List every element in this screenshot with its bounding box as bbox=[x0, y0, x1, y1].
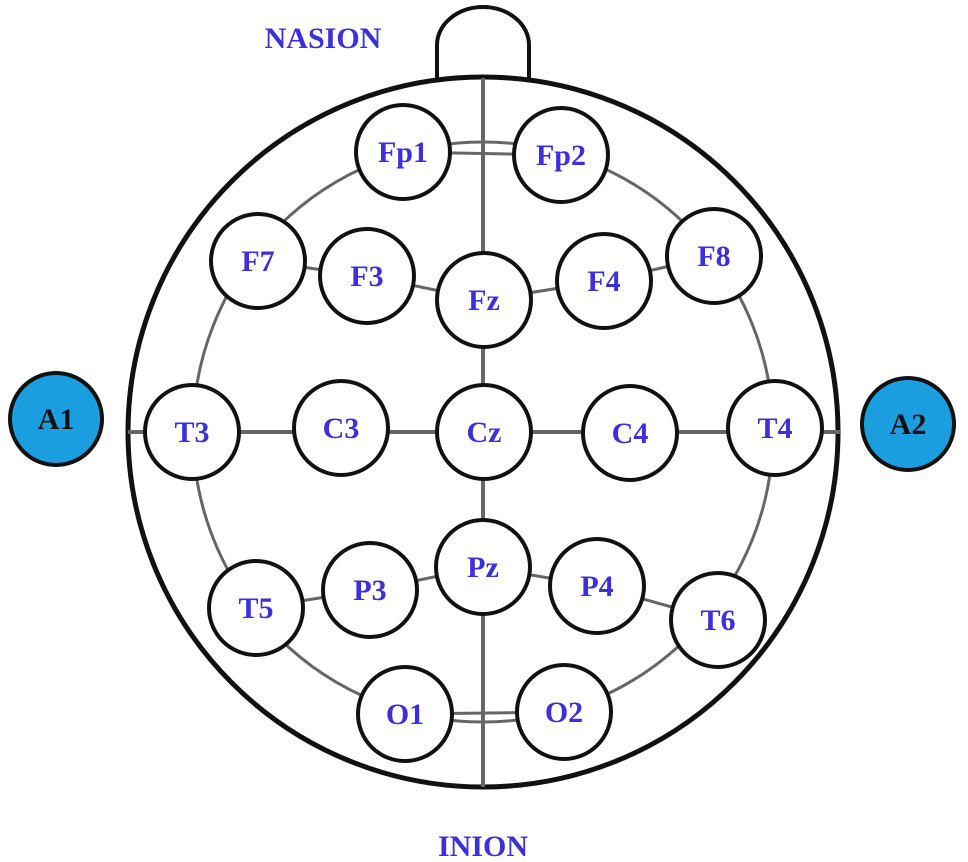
electrode-circle bbox=[321, 541, 419, 639]
electrode-t3: T3 bbox=[143, 383, 241, 481]
electrode-f8: F8 bbox=[665, 207, 763, 305]
electrode-circle bbox=[207, 559, 305, 657]
electrode-o1: O1 bbox=[356, 665, 454, 763]
electrode-f7: F7 bbox=[209, 212, 307, 310]
electrode-circle bbox=[356, 665, 454, 763]
electrode-c3: C3 bbox=[292, 379, 390, 477]
electrode-label: T5 bbox=[238, 592, 273, 625]
electrode-label: F7 bbox=[241, 245, 274, 278]
electrode-circle bbox=[548, 537, 646, 635]
electrode-label: F3 bbox=[350, 260, 383, 293]
reference-circle bbox=[860, 376, 956, 472]
electrode-o2: O2 bbox=[515, 663, 613, 761]
electrode-circle bbox=[555, 232, 653, 330]
electrode-c4: C4 bbox=[581, 384, 679, 482]
electrode-p3: P3 bbox=[321, 541, 419, 639]
reference-label: A2 bbox=[890, 408, 927, 441]
electrode-label: C4 bbox=[612, 417, 649, 450]
electrode-label: Fz bbox=[468, 284, 500, 317]
electrode-t6: T6 bbox=[669, 571, 767, 669]
electrode-label: T6 bbox=[700, 604, 735, 637]
electrode-label: P3 bbox=[353, 574, 386, 607]
electrode-t4: T4 bbox=[726, 379, 824, 477]
electrode-label: T4 bbox=[757, 412, 792, 445]
electrode-pz: Pz bbox=[434, 518, 532, 616]
electrode-label: Fp1 bbox=[378, 136, 428, 169]
electrode-circle bbox=[318, 227, 416, 325]
electrode-label: C3 bbox=[323, 412, 360, 445]
reference-a1: A1 bbox=[8, 371, 104, 467]
electrode-f4: F4 bbox=[555, 232, 653, 330]
electrode-label: P4 bbox=[580, 570, 613, 603]
electrode-circle bbox=[209, 212, 307, 310]
electrode-cz: Cz bbox=[435, 383, 533, 481]
electrode-t5: T5 bbox=[207, 559, 305, 657]
electrode-fz: Fz bbox=[435, 251, 533, 349]
electrode-label: O1 bbox=[386, 698, 424, 731]
electrode-circle bbox=[434, 518, 532, 616]
electrode-circle bbox=[515, 663, 613, 761]
electrode-circle bbox=[292, 379, 390, 477]
electrode-label: T3 bbox=[174, 416, 209, 449]
electrode-circle bbox=[669, 571, 767, 669]
electrode-circle bbox=[354, 103, 452, 201]
electrode-circle bbox=[435, 251, 533, 349]
reference-a2: A2 bbox=[860, 376, 956, 472]
electrode-fp2: Fp2 bbox=[512, 106, 610, 204]
electrode-fp1: Fp1 bbox=[354, 103, 452, 201]
reference-label: A1 bbox=[38, 403, 75, 436]
electrode-p4: P4 bbox=[548, 537, 646, 635]
electrode-circle bbox=[581, 384, 679, 482]
electrode-label: F8 bbox=[697, 240, 730, 273]
nose-outline bbox=[435, 5, 531, 80]
electrode-label: O2 bbox=[545, 696, 583, 729]
reference-circle bbox=[8, 371, 104, 467]
electrode-f3: F3 bbox=[318, 227, 416, 325]
electrode-circle bbox=[512, 106, 610, 204]
electrode-circle bbox=[143, 383, 241, 481]
nasion-label: NASION bbox=[265, 22, 382, 55]
electrode-label: Fp2 bbox=[536, 139, 586, 172]
electrode-circle bbox=[726, 379, 824, 477]
electrode-label: F4 bbox=[587, 265, 620, 298]
electrode-label: Pz bbox=[467, 551, 499, 584]
inion-label: INION bbox=[438, 830, 528, 862]
electrode-label: Cz bbox=[467, 416, 502, 449]
electrode-circle bbox=[435, 383, 533, 481]
electrode-circle bbox=[665, 207, 763, 305]
